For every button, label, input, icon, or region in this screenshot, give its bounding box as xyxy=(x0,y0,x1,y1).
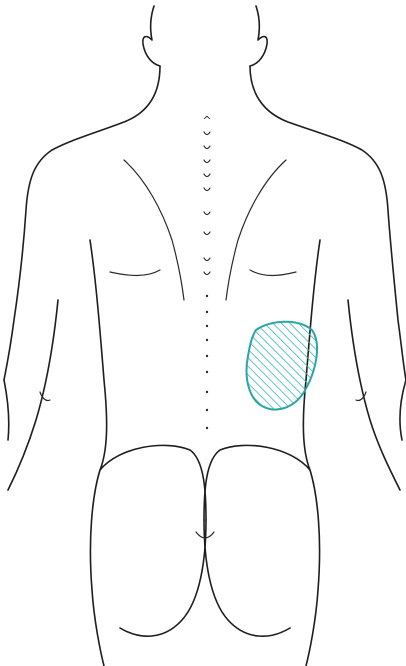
spine-markings: ^ xyxy=(202,114,211,429)
highlighted-kidney-region xyxy=(247,322,318,410)
svg-text:^: ^ xyxy=(202,114,211,127)
buttocks-outline xyxy=(100,445,310,636)
head-outline xyxy=(143,6,267,66)
shoulder-blade-lines xyxy=(110,160,296,300)
arm-outlines xyxy=(4,300,406,490)
